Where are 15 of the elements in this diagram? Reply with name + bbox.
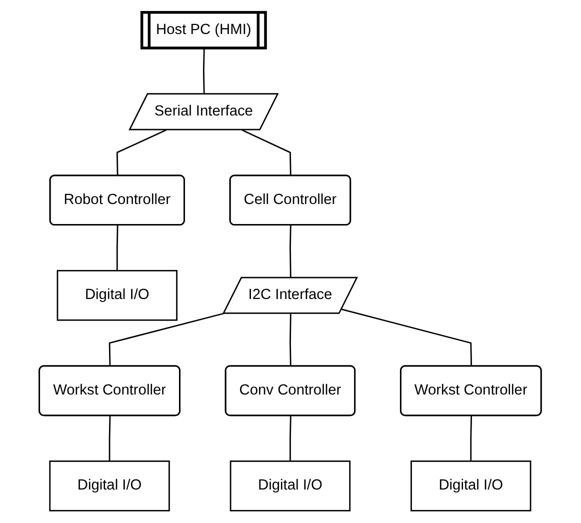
connector	[242, 129, 292, 176]
node-box: Digital I/O	[410, 460, 532, 512]
connector	[290, 416, 292, 462]
node-box: Digital I/O	[49, 460, 170, 512]
connector	[116, 225, 119, 271]
connector	[203, 48, 206, 94]
connector	[290, 225, 292, 278]
connector	[342, 308, 472, 366]
connector	[116, 129, 167, 176]
connector	[290, 314, 292, 366]
connector	[470, 416, 472, 462]
node-box: Digital I/O	[57, 270, 178, 321]
node-box: Digital I/O	[230, 460, 351, 512]
connector	[109, 416, 111, 462]
connector	[109, 312, 225, 366]
